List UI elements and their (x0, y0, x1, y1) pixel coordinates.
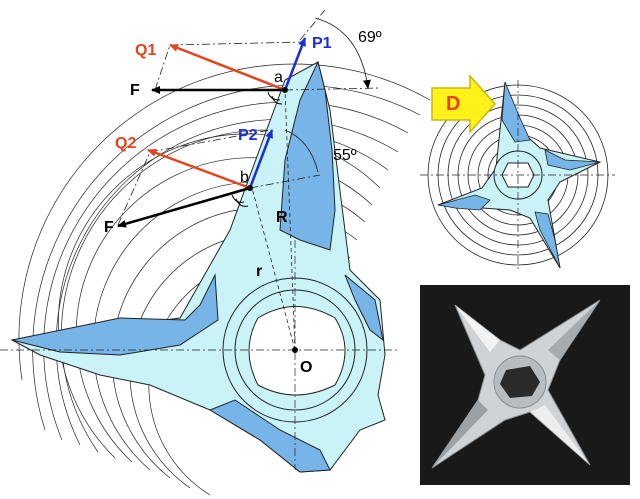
label-o: O (300, 359, 312, 376)
main-diagram: Q1 P1 69º F a Q2 P2 55º b F R r O (0, 9, 431, 496)
force-q2 (147, 148, 251, 190)
label-angle-middle: 55º (333, 147, 357, 164)
blade-edge-left (11, 273, 219, 356)
grinder-knife-photo (420, 285, 630, 485)
label-f-top: F (130, 82, 140, 99)
label-a: a (274, 69, 283, 86)
force-p2 (248, 129, 274, 189)
label-p2: P2 (238, 127, 258, 144)
label-d: D (446, 93, 460, 115)
label-f-bottom: F (104, 219, 114, 236)
force-q1 (169, 43, 286, 92)
label-angle-top: 69º (358, 29, 382, 46)
label-b: b (240, 169, 249, 186)
blade-edge-top (279, 60, 336, 251)
blade-edge-right (344, 274, 384, 342)
arrow-d-icon (431, 74, 497, 134)
label-q1: Q1 (135, 42, 156, 59)
force-p1 (283, 37, 307, 91)
inset-diagram: D (420, 74, 615, 272)
label-p1: P1 (312, 35, 332, 52)
force-f-bottom (117, 186, 251, 228)
label-q2: Q2 (115, 135, 136, 152)
blade-edge-bottom (208, 399, 331, 473)
label-r-lower: r (256, 263, 262, 280)
label-r-upper: R (276, 209, 288, 226)
